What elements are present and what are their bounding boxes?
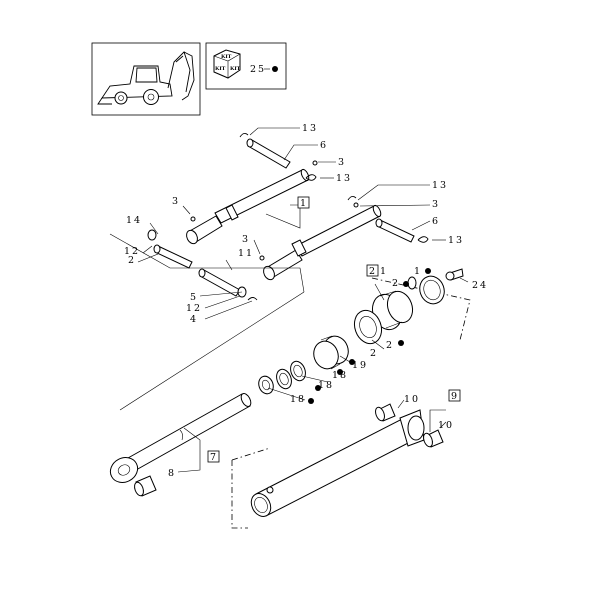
ref-box-1: 1 — [300, 198, 306, 209]
upper-cylinder-right — [263, 204, 382, 281]
callout-6-a: 6 — [320, 140, 328, 151]
callout-2-b: 2 — [392, 278, 400, 289]
callout-14: 14 — [126, 215, 142, 226]
callout-2-d: 2 — [370, 348, 378, 359]
callout-3-b: 3 — [432, 199, 440, 210]
kit-number: 25 — [250, 64, 266, 75]
callout-4: 4 — [190, 314, 198, 325]
callout-18-c: 18 — [290, 394, 306, 405]
callout-11: 11 — [238, 248, 254, 259]
ref-box-2: 2 — [369, 266, 375, 277]
pins-upper — [153, 138, 415, 297]
dash-dot-boundaries — [231, 277, 471, 529]
callout-2-c: 2 — [386, 340, 394, 351]
seal-kit-components — [258, 268, 469, 404]
callout-19: 19 — [352, 360, 368, 371]
callout-6-b: 6 — [432, 216, 440, 227]
cylinder-barrel — [250, 399, 447, 517]
kit-symbol-dot — [272, 66, 278, 72]
callout-1-b: 1 — [414, 266, 422, 277]
callout-3-d: 3 — [242, 234, 250, 245]
callout-13-a: 13 — [302, 123, 318, 134]
leader-lines — [109, 127, 446, 411]
machine-thumbnail — [91, 42, 201, 116]
callout-8: 8 — [168, 468, 176, 479]
boxed-references: 1 2 7 9 — [207, 196, 461, 463]
callout-2-a: 2 — [128, 255, 136, 266]
callout-18-a: 18 — [332, 370, 348, 381]
callout-numbers: 13 6 3 13 13 3 6 13 3 14 12 2 3 11 5 12 … — [124, 123, 488, 479]
kit-label-top: KIT — [221, 54, 232, 60]
kit-label-right: KIT — [230, 66, 241, 72]
callout-18-b: 18 — [318, 380, 334, 391]
callout-24: 24 — [472, 280, 488, 291]
upper-cylinder-left — [186, 168, 310, 245]
clips-and-fittings — [147, 132, 429, 301]
callout-10-a: 10 — [404, 394, 420, 405]
callout-12-a: 12 — [124, 246, 140, 257]
callout-13-b: 13 — [336, 173, 352, 184]
callout-1: 1 — [380, 266, 388, 277]
ref-box-7: 7 — [210, 452, 216, 463]
kit-label-left: KIT — [215, 66, 226, 72]
piston-rod — [109, 393, 252, 497]
callout-13-c: 13 — [432, 180, 448, 191]
callout-3-c: 3 — [172, 196, 180, 207]
callout-5: 5 — [190, 292, 198, 303]
callout-10-b: 10 — [438, 420, 454, 431]
callout-12-b: 12 — [186, 303, 202, 314]
callout-3-a: 3 — [338, 157, 346, 168]
callout-13-d: 13 — [448, 235, 464, 246]
kit-legend-box: KIT KIT KIT 25 — [205, 42, 287, 90]
ref-box-9: 9 — [451, 391, 457, 402]
